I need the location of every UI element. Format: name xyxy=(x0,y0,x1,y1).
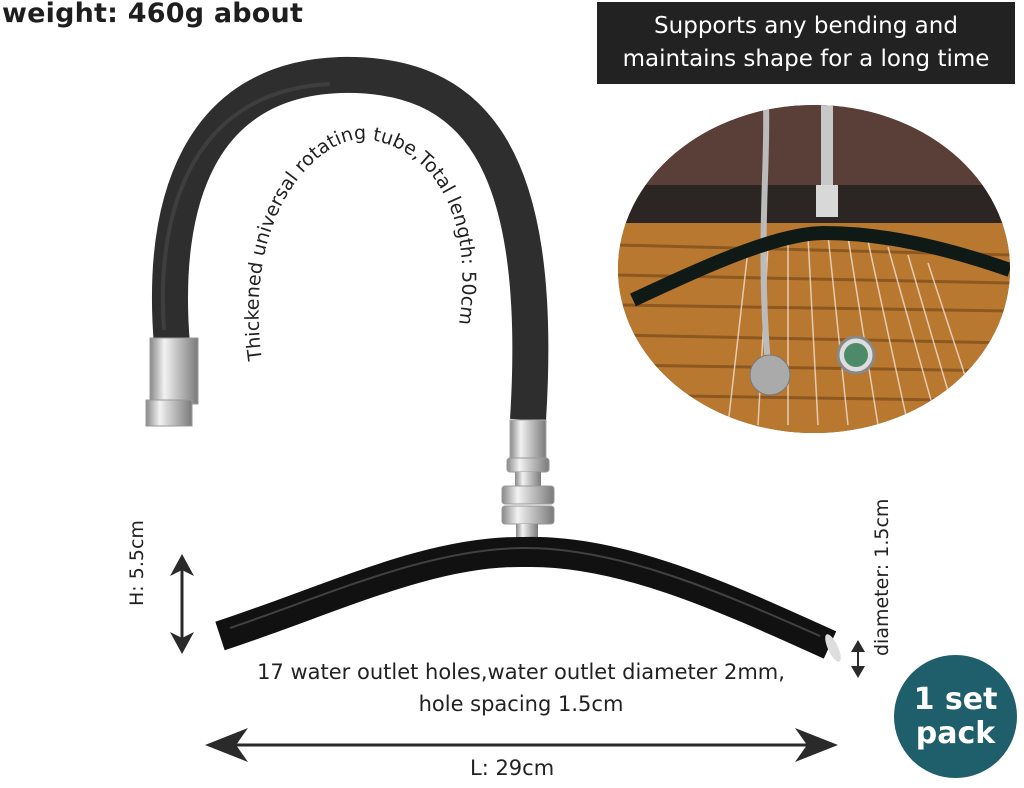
weight-label: weight: 460g about xyxy=(2,0,304,29)
hose-arc-text: Thickened universal rotating tube,Total … xyxy=(242,122,480,363)
usage-photo xyxy=(618,105,1010,433)
hose-end-connector xyxy=(145,337,199,427)
pack-badge: 1 set pack xyxy=(894,655,1017,778)
swivel-connector xyxy=(501,419,555,548)
spray-bar xyxy=(215,536,841,662)
diameter-label: diameter: 1.5cm xyxy=(871,498,893,656)
height-arrow-icon xyxy=(170,554,194,654)
holes-line-2: hole spacing 1.5cm xyxy=(418,692,624,716)
banner-line-2: maintains shape for a long time xyxy=(622,46,990,72)
badge-line-1: 1 set xyxy=(913,681,998,717)
length-arrow-icon xyxy=(205,728,838,762)
banner-line-1: Supports any bending and xyxy=(654,13,958,39)
badge-line-2: pack xyxy=(915,715,996,751)
length-label: L: 29cm xyxy=(470,756,555,780)
feature-banner: Supports any bending and maintains shape… xyxy=(597,2,1015,84)
holes-line-1: 17 water outlet holes,water outlet diame… xyxy=(257,660,785,684)
outlet-holes-description: 17 water outlet holes,water outlet diame… xyxy=(196,656,846,720)
diameter-arrow-icon xyxy=(851,640,865,678)
flexible-hose xyxy=(152,56,549,422)
height-label: H: 5.5cm xyxy=(126,520,148,606)
